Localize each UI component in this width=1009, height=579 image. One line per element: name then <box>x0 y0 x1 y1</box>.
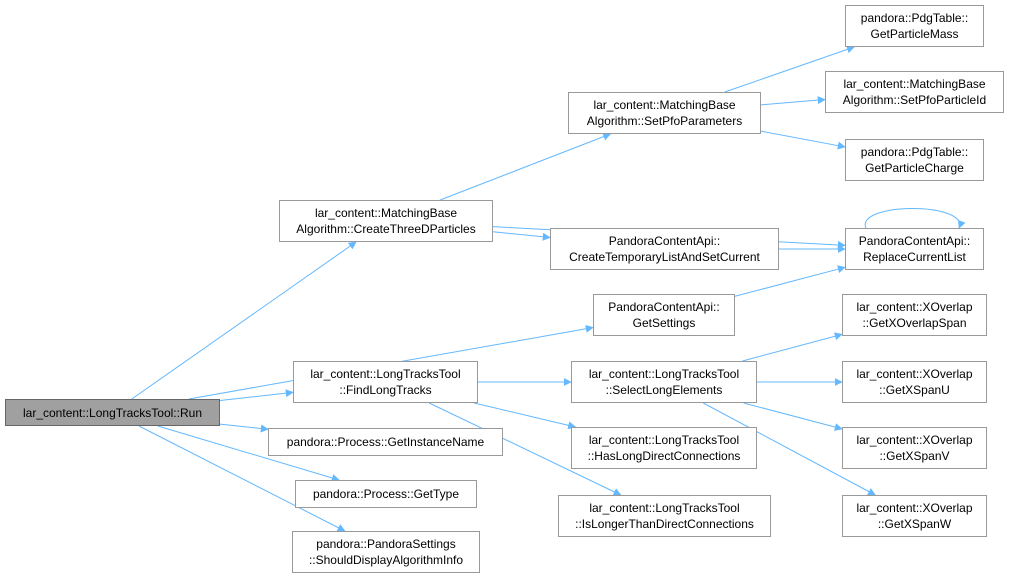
node-label-line-2: GetSettings <box>632 316 696 330</box>
node-get-x-span-u[interactable]: lar_content::XOverlap ::GetXSpanU <box>842 361 987 403</box>
node-is-longer-than-direct-connections[interactable]: lar_content::LongTracksTool ::IsLongerTh… <box>558 495 771 537</box>
edge-selectlong-spanv <box>743 402 843 431</box>
node-label-line-1: pandora::Process::GetInstanceName <box>286 435 485 449</box>
edge-selectlong-overlapspan <box>742 332 843 362</box>
node-set-pfo-parameters[interactable]: lar_content::MatchingBase Algorithm::Set… <box>568 92 761 134</box>
node-label-line-2: ::GetXSpanW <box>877 517 952 531</box>
node-label-line-2: Algorithm::SetPfoParticleId <box>842 93 987 107</box>
node-label-line-2: CreateTemporaryListAndSetCurrent <box>569 250 760 264</box>
node-label-line-2: ::HasLongDirectConnections <box>587 449 741 463</box>
edge-replacelist-replacelist <box>865 208 966 229</box>
node-get-settings[interactable]: PandoraContentApi:: GetSettings <box>593 294 735 336</box>
node-should-display-algorithm-info[interactable]: pandora::PandoraSettings ::ShouldDisplay… <box>292 531 480 573</box>
node-find-long-tracks[interactable]: lar_content::LongTracksTool ::FindLongTr… <box>293 361 478 403</box>
node-label-line-1: lar_content::XOverlap <box>856 300 973 314</box>
node-label-line-2: ReplaceCurrentList <box>863 250 966 264</box>
node-label-line-2: ::SelectLongElements <box>605 383 723 397</box>
node-create-three-d-particles[interactable]: lar_content::MatchingBase Algorithm::Cre… <box>279 200 493 242</box>
node-label-line-1: lar_content::LongTracksTool <box>588 433 740 447</box>
node-longtrackstool-run: lar_content::LongTracksTool::Run <box>5 399 220 426</box>
node-set-pfo-particle-id[interactable]: lar_content::MatchingBase Algorithm::Set… <box>825 71 1004 113</box>
edge-findlong-haslong <box>473 402 577 430</box>
edge-run-gettype <box>157 425 340 482</box>
edge-selectlong-spanw <box>703 402 876 496</box>
node-label-line-1: lar_content::XOverlap <box>856 367 973 381</box>
node-get-x-span-v[interactable]: lar_content::XOverlap ::GetXSpanV <box>842 427 987 469</box>
node-label-line-1: pandora::Process::GetType <box>312 487 460 501</box>
edge-run-findlong <box>219 389 294 401</box>
node-label-line-2: Algorithm::CreateThreeDParticles <box>296 222 476 236</box>
edge-run-shoulddisplay <box>138 425 346 532</box>
node-label-line-1: PandoraContentApi:: <box>858 234 971 248</box>
node-get-x-span-w[interactable]: lar_content::XOverlap ::GetXSpanW <box>842 495 987 537</box>
node-label-line-1: lar_content::MatchingBase <box>843 77 986 91</box>
edge-setpfoparams-getmass <box>724 45 855 93</box>
edge-run-instname <box>219 423 269 433</box>
node-label-line-2: Algorithm::SetPfoParameters <box>586 114 743 128</box>
edge-findlong-islonger <box>429 402 622 496</box>
node-label-line-1: lar_content::LongTracksTool::Run <box>23 405 202 420</box>
node-label-line-2: GetParticleMass <box>870 27 959 41</box>
node-get-type[interactable]: pandora::Process::GetType <box>295 480 477 508</box>
node-label-line-1: PandoraContentApi:: <box>608 234 721 248</box>
node-label-line-2: GetParticleCharge <box>865 161 964 175</box>
edge-getsettings-replacelist <box>734 265 846 297</box>
node-label-line-2: ::ShouldDisplayAlgorithmInfo <box>308 553 464 567</box>
node-label-line-1: pandora::PdgTable:: <box>860 145 969 159</box>
node-label-line-2: ::GetXSpanU <box>879 383 950 397</box>
node-create-temporary-list[interactable]: PandoraContentApi:: CreateTemporaryListA… <box>550 228 779 270</box>
node-get-x-overlap-span[interactable]: lar_content::XOverlap ::GetXOverlapSpan <box>842 294 987 336</box>
node-label-line-1: lar_content::MatchingBase <box>593 98 736 112</box>
node-label-line-2: ::GetXOverlapSpan <box>862 316 967 330</box>
node-label-line-1: PandoraContentApi:: <box>608 300 720 314</box>
node-get-particle-mass[interactable]: pandora::PdgTable:: GetParticleMass <box>845 5 984 47</box>
node-label-line-1: lar_content::XOverlap <box>856 433 973 447</box>
node-label-line-2: ::IsLongerThanDirectConnections <box>575 517 754 531</box>
node-label-line-1: lar_content::LongTracksTool <box>589 501 740 515</box>
node-label-line-2: ::FindLongTracks <box>339 383 432 397</box>
node-label-line-1: lar_content::LongTracksTool <box>588 367 740 381</box>
edge-create3d-setpfoparams <box>439 132 612 201</box>
node-label-line-1: pandora::PandoraSettings <box>316 537 456 551</box>
node-select-long-elements[interactable]: lar_content::LongTracksTool ::SelectLong… <box>571 361 757 403</box>
node-label-line-1: lar_content::MatchingBase <box>314 206 458 220</box>
edge-setpfoparams-getcharge <box>760 130 846 150</box>
node-label-line-2: ::GetXSpanV <box>879 449 950 463</box>
edge-setpfoparams-setpfoid <box>760 96 826 106</box>
node-replace-current-list[interactable]: PandoraContentApi:: ReplaceCurrentList <box>845 228 984 270</box>
node-label-line-1: lar_content::LongTracksTool <box>310 367 461 381</box>
node-get-instance-name[interactable]: pandora::Process::GetInstanceName <box>268 428 503 456</box>
node-label-line-1: pandora::PdgTable:: <box>860 11 969 25</box>
edge-run-create3d <box>131 241 357 400</box>
node-get-particle-charge[interactable]: pandora::PdgTable:: GetParticleCharge <box>845 139 984 181</box>
node-has-long-direct-connections[interactable]: lar_content::LongTracksTool ::HasLongDir… <box>571 427 757 469</box>
node-label-line-1: lar_content::XOverlap <box>856 501 973 515</box>
edge-create3d-createtemp <box>492 231 551 241</box>
